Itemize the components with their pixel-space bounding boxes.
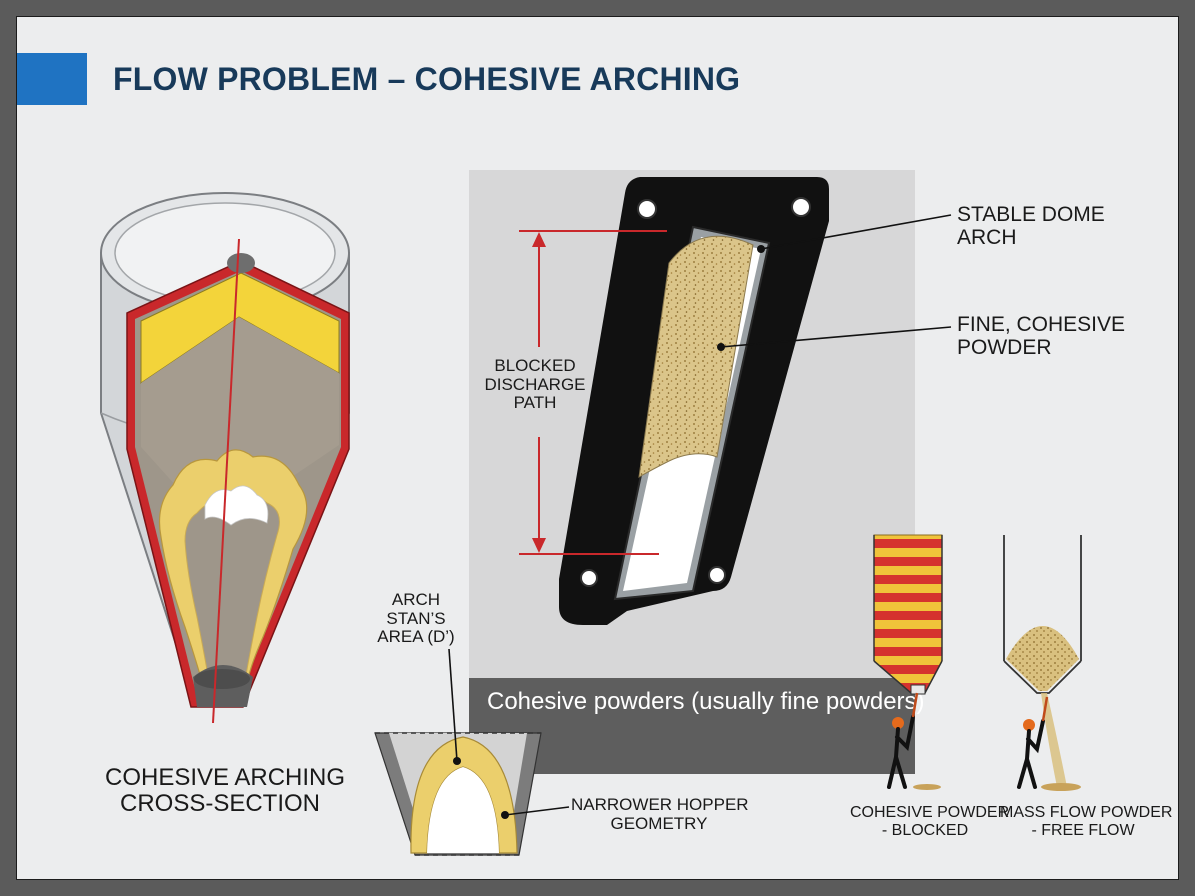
blocked-path-label-line-1: BLOCKED — [494, 356, 576, 375]
narrow-hopper-label-line-2: GEOMETRY — [610, 813, 708, 833]
fine-powder-label-line-2: POWDER — [957, 336, 1052, 360]
caption-bar: Cohesive powders (usually fine powders) — [469, 678, 925, 774]
leader-narrow-hopper — [504, 806, 570, 816]
narrow-hopper-label: NARROWER HOPPER GEOMETRY — [571, 795, 749, 833]
narrow-hopper-label-line-1: NARROWER HOPPER — [571, 795, 749, 814]
arch-area-label-line-2: STAN’S — [386, 608, 446, 628]
mass-flow-label: MASS FLOW POWDER - FREE FLOW — [1000, 804, 1173, 839]
arch-area-label: ARCH STAN’S AREA (D’) — [357, 590, 475, 647]
leader-stable-dome — [760, 214, 952, 250]
mass-flow-silo — [1003, 535, 1082, 791]
arch-area-label-line-1: ARCH — [391, 590, 441, 609]
cross-section-label-line-1: COHESIVE ARCHING — [105, 764, 346, 791]
fine-powder-label-line-1: FINE, COHESIVE — [957, 313, 1126, 336]
page-title: FLOW PROBLEM – COHESIVE ARCHING — [113, 61, 741, 97]
leader-dot-narrow-hopper — [501, 811, 509, 819]
cross-section-label-line-2: CROSS-SECTION — [119, 790, 320, 818]
diagram-artwork — [100, 177, 1082, 856]
blocked-path-dimension — [519, 230, 667, 555]
leader-dot-arch-area — [453, 757, 461, 765]
slide: FLOW PROBLEM – COHESIVE ARCHING Cohesive… — [16, 16, 1179, 880]
cohesive-blocked-silo — [873, 534, 943, 790]
mass-flow-label-line-2: - FREE FLOW — [1031, 821, 1135, 839]
blocked-path-label-line-3: PATH — [513, 393, 557, 413]
blocked-window-frame — [559, 177, 829, 625]
stable-dome-label: STABLE DOME ARCH — [957, 203, 1105, 249]
cohesive-blocked-label-line-1: COHESIVE POWDER — [850, 804, 1010, 821]
narrow-hopper-geometry — [374, 732, 542, 856]
blocked-path-label: BLOCKED DISCHARGE PATH — [480, 356, 590, 413]
stable-dome-label-line-1: STABLE DOME — [957, 203, 1105, 226]
title-accent-bar — [17, 53, 87, 105]
cohesive-blocked-label-line-2: - BLOCKED — [881, 821, 969, 839]
hopper-cross-section — [100, 192, 350, 724]
leader-dot-stable-dome — [757, 245, 765, 253]
cohesive-blocked-label: COHESIVE POWDER - BLOCKED — [850, 804, 1010, 839]
cross-section-label: COHESIVE ARCHING CROSS-SECTION — [105, 764, 346, 818]
caption-text: Cohesive powders (usually fine powders) — [487, 688, 925, 715]
leader-arch-area — [448, 648, 458, 762]
mass-flow-label-line-1: MASS FLOW POWDER — [1000, 804, 1173, 821]
stable-dome-label-line-2: ARCH — [957, 226, 1017, 250]
blocked-path-label-line-2: DISCHARGE — [484, 374, 586, 394]
arch-area-label-line-3: AREA (D’) — [377, 627, 455, 647]
leader-fine-powder — [720, 326, 952, 348]
leader-dot-fine-powder — [717, 343, 725, 351]
fine-powder-label: FINE, COHESIVE POWDER — [957, 313, 1125, 359]
